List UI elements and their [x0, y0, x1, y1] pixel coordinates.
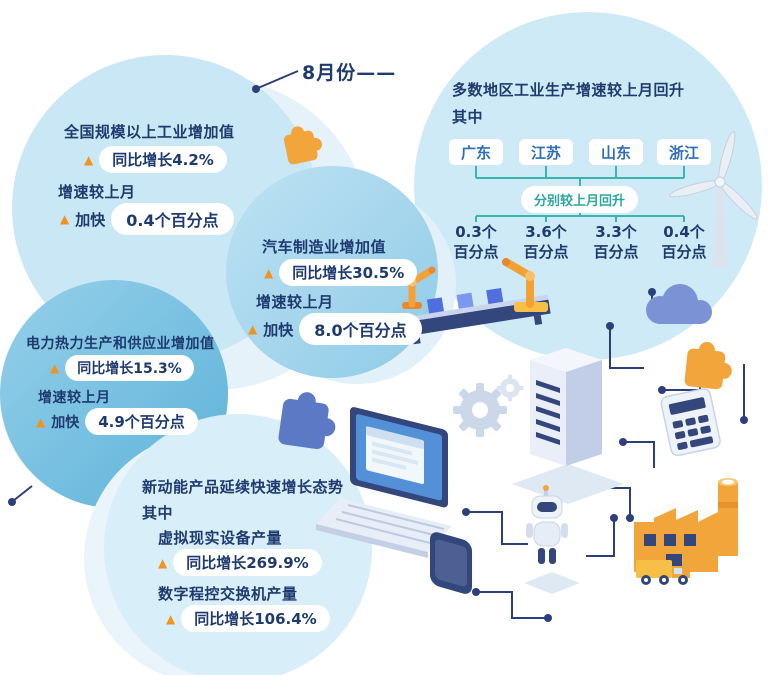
vr-yoy-row: ▲ 同比增长269.9%: [158, 549, 322, 576]
up-triangle-icon: ▲: [158, 555, 168, 570]
truck-icon: [636, 560, 690, 585]
vr-output-label: 虚拟现实设备产量: [158, 529, 283, 547]
auto-vs-label: 增速较上月: [256, 293, 334, 311]
auto-yoy-row: ▲ 同比增长30.5%: [264, 259, 418, 286]
robot-icon: [524, 485, 580, 594]
delta-value: 3.3个: [595, 223, 637, 241]
server-icon: [512, 348, 624, 504]
delta-value: 3.6个: [525, 223, 567, 241]
auto-delta-pill: 8.0个百分点: [299, 313, 422, 345]
switchboard-yoy-pill: 同比增长106.4%: [181, 605, 330, 632]
province-card: 广东: [449, 139, 503, 165]
regions-among-label: 其中: [452, 108, 484, 126]
auto-yoy-pill: 同比增长30.5%: [279, 259, 418, 286]
national-delta-row: ▲ 加快 0.4个百分点: [60, 203, 234, 235]
puzzle-icon: [684, 341, 732, 390]
province-delta: 0.4个 百分点: [649, 223, 719, 262]
factory-icon: [634, 478, 738, 572]
up-triangle-icon: ▲: [36, 414, 46, 429]
gear-icon: [496, 374, 524, 402]
up-triangle-icon: ▲: [264, 265, 274, 280]
power-yoy-row: ▲ 同比增长15.3%: [50, 355, 194, 381]
delta-unit: 百分点: [593, 242, 639, 261]
national-vs-label: 增速较上月: [58, 183, 136, 201]
up-triangle-icon: ▲: [248, 322, 258, 336]
power-vs-label: 增速较上月: [38, 390, 111, 406]
up-triangle-icon: ▲: [84, 152, 94, 167]
auto-title: 汽车制造业增加值: [262, 238, 387, 256]
gear-icon: [453, 383, 507, 437]
delta-unit: 百分点: [453, 242, 499, 261]
auto-faster-label: 加快: [263, 320, 294, 339]
delta-value: 0.4个: [663, 223, 705, 241]
national-yoy-pill: 同比增长4.2%: [99, 146, 227, 173]
province-delta: 0.3个 百分点: [441, 223, 511, 262]
power-yoy-pill: 同比增长15.3%: [65, 355, 194, 381]
national-delta-pill: 0.4个百分点: [111, 203, 234, 235]
calculator-icon: [660, 388, 721, 457]
national-title: 全国规模以上工业增加值: [64, 123, 235, 141]
province-card: 江苏: [519, 139, 573, 165]
delta-unit: 百分点: [523, 242, 569, 261]
regions-title: 多数地区工业生产增速较上月回升: [452, 81, 685, 99]
vr-yoy-pill: 同比增长269.9%: [173, 549, 322, 576]
up-triangle-icon: ▲: [60, 212, 70, 226]
month-label: 8月份——: [302, 62, 397, 84]
auto-delta-row: ▲ 加快 8.0个百分点: [248, 313, 422, 345]
province-card: 浙江: [657, 139, 711, 165]
national-yoy-row: ▲ 同比增长4.2%: [84, 146, 227, 173]
power-delta-row: ▲ 加快 4.9个百分点: [36, 408, 198, 435]
power-faster-label: 加快: [51, 414, 80, 431]
delta-unit: 百分点: [661, 242, 707, 261]
rebound-pill: 分别较上月回升: [521, 186, 639, 213]
national-faster-label: 加快: [75, 210, 106, 229]
switchboard-output-label: 数字程控交换机产量: [158, 585, 298, 603]
new-momentum-title: 新动能产品延续快速增长态势: [142, 478, 344, 496]
power-delta-pill: 4.9个百分点: [85, 408, 198, 435]
province-card: 山东: [589, 139, 643, 165]
province-delta: 3.6个 百分点: [511, 223, 581, 262]
new-momentum-among-label: 其中: [142, 504, 174, 522]
power-title: 电力热力生产和供应业增加值: [26, 336, 215, 352]
delta-value: 0.3个: [455, 223, 497, 241]
switchboard-yoy-row: ▲ 同比增长106.4%: [166, 605, 330, 632]
up-triangle-icon: ▲: [50, 361, 60, 375]
province-delta: 3.3个 百分点: [581, 223, 651, 262]
up-triangle-icon: ▲: [166, 611, 176, 626]
tablet-icon: [430, 532, 472, 594]
